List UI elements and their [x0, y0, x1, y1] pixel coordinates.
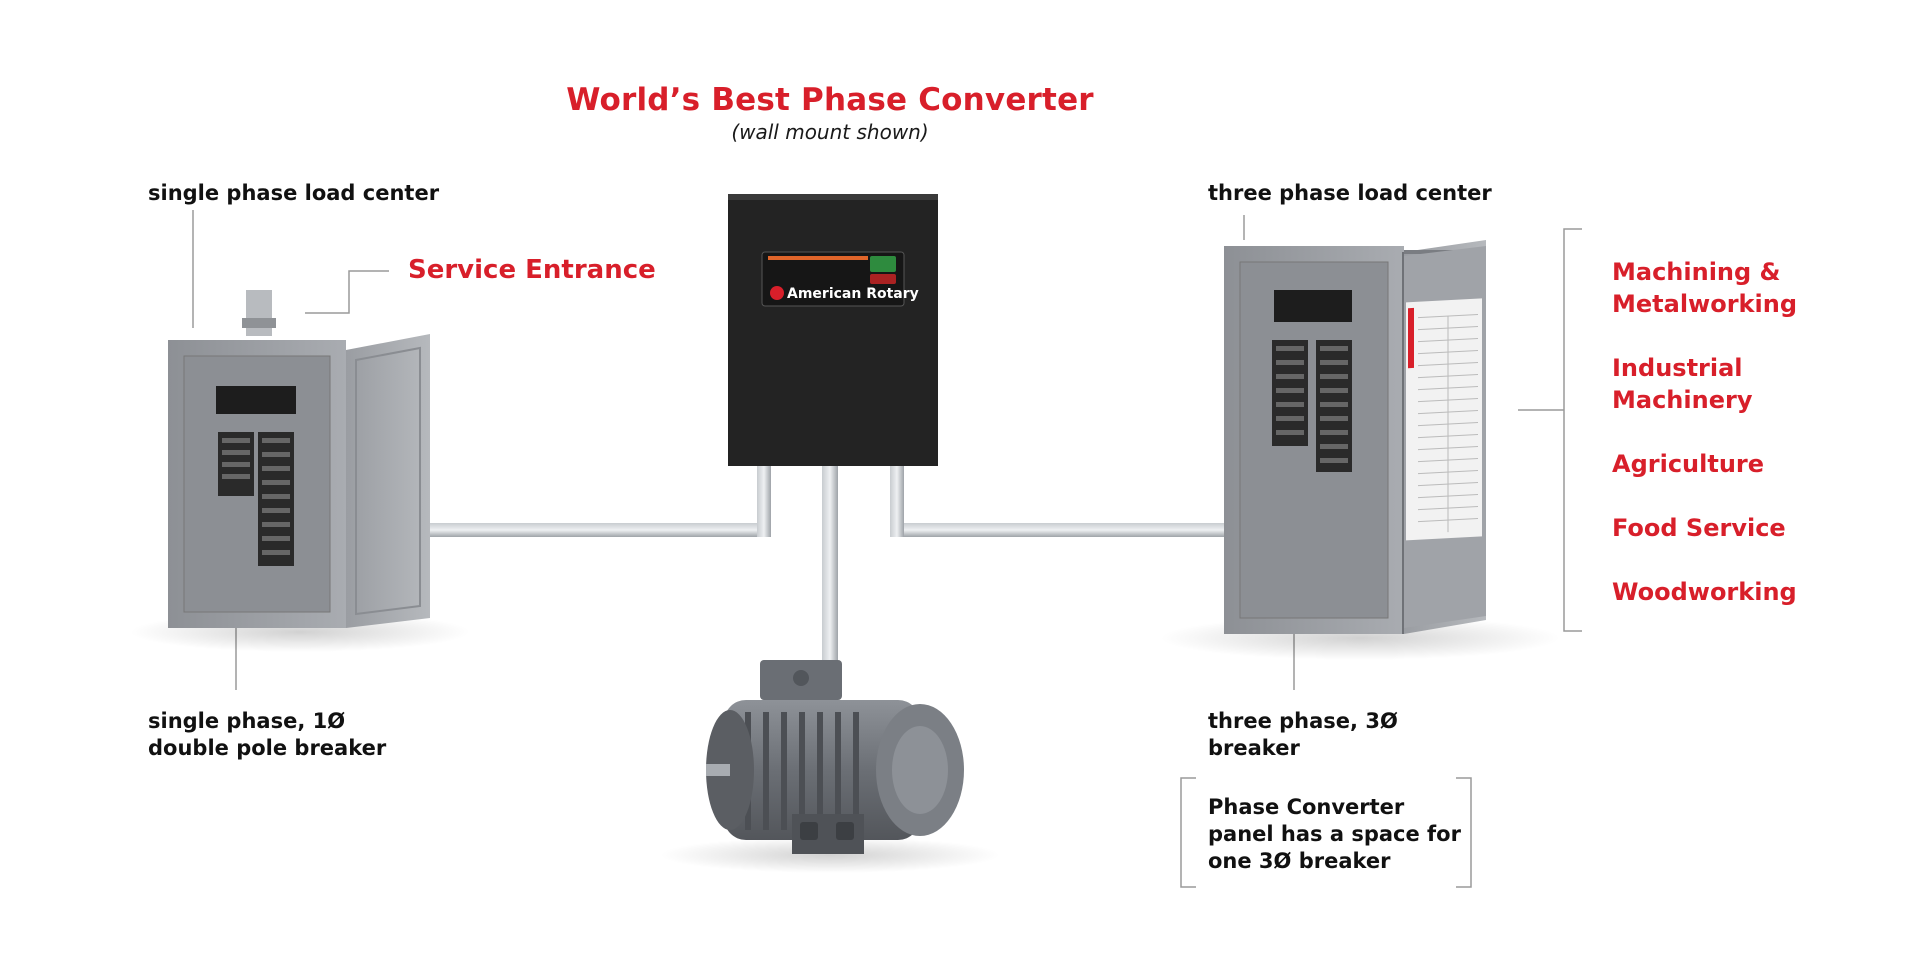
- note-line1: Phase Converter: [1208, 795, 1405, 819]
- brand-logo-text: American Rotary: [787, 286, 919, 302]
- application-item: Industrial Machinery: [1612, 354, 1753, 414]
- three-phase-breaker-label: three phase, 3Ø breaker: [1208, 708, 1398, 762]
- application-item: Agriculture: [1612, 450, 1765, 478]
- panel-directory-label-icon: [1404, 246, 1486, 628]
- diagram-title: World’s Best Phase Converter: [566, 82, 1094, 118]
- note-line3: one 3Ø breaker: [1208, 849, 1391, 873]
- single-phase-breaker-line1: single phase, 1Ø: [148, 709, 346, 733]
- applications-list: Machining & Metalworking Industrial Mach…: [1612, 256, 1797, 608]
- three-phase-load-center-label: three phase load center: [1208, 181, 1492, 205]
- single-phase-panel-icon: [130, 290, 470, 652]
- three-phase-panel-icon: [1160, 240, 1560, 660]
- single-phase-breaker-label: single phase, 1Ø double pole breaker: [148, 708, 386, 762]
- phase-converter-icon: American Rotary: [728, 194, 938, 466]
- three-phase-breaker-line2: breaker: [1208, 736, 1300, 760]
- converter-panel-note: Phase Converter panel has a space for on…: [1208, 794, 1461, 875]
- service-entrance-label: Service Entrance: [408, 255, 656, 285]
- single-phase-load-center-label: single phase load center: [148, 181, 440, 205]
- three-phase-breaker-line1: three phase, 3Ø: [1208, 709, 1398, 733]
- single-phase-breaker-line2: double pole breaker: [148, 736, 387, 760]
- application-item: Food Service: [1612, 514, 1786, 542]
- electric-motor-icon: [660, 660, 1000, 873]
- application-item: Woodworking: [1612, 578, 1797, 606]
- conduit-pipes: [427, 465, 1226, 665]
- application-item: Machining & Metalworking: [1612, 258, 1798, 318]
- note-line2: panel has a space for: [1208, 822, 1461, 846]
- diagram-subtitle: (wall mount shown): [731, 120, 929, 144]
